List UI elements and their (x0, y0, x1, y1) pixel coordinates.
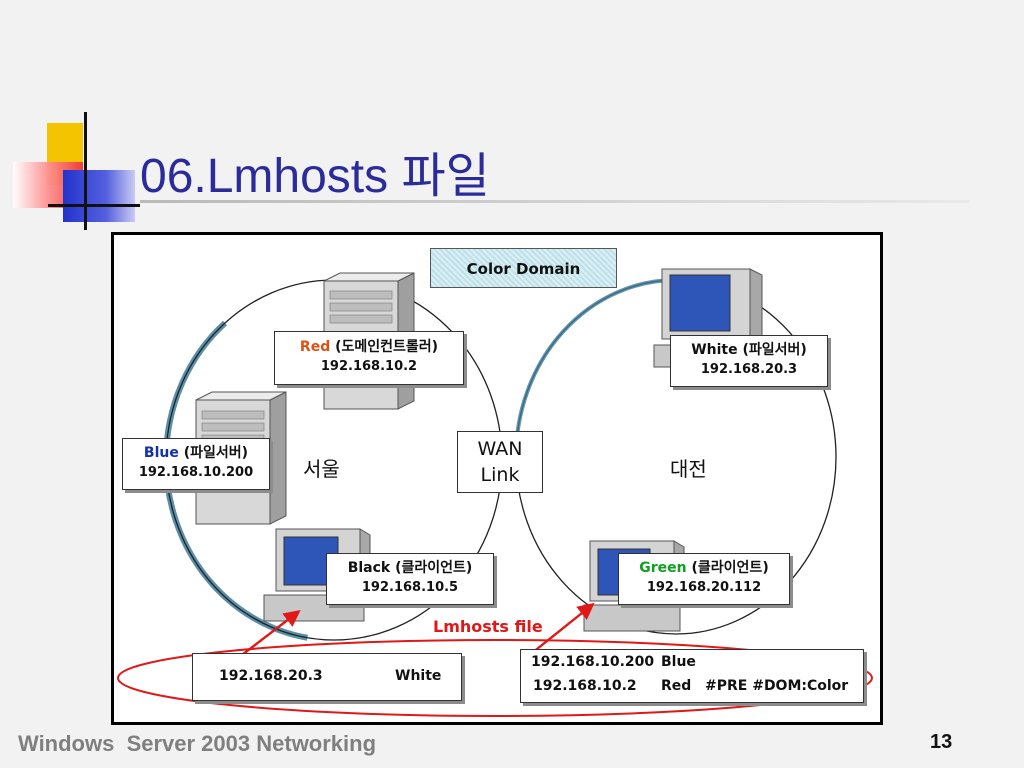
title-underline (140, 200, 970, 203)
wan-link-box: WAN Link (457, 431, 543, 493)
node-name: Black (347, 560, 391, 576)
node-role: (파일서버) (178, 445, 249, 461)
lmhosts-entry-box-right: 192.168.10.200 Blue 192.168.10.2 Red #PR… (520, 649, 864, 703)
arrow-to-black (241, 609, 301, 656)
title-decoration-blue-square (63, 170, 135, 222)
network-diagram: Color Domain WAN Link 서울 대전 Red (도메인컨트롤러… (111, 232, 883, 725)
lmhosts-entry-name: White (395, 668, 442, 684)
site-label-seoul: 서울 (303, 457, 340, 481)
node-label-green: Green (클라이언트) 192.168.20.112 (618, 553, 790, 605)
wan-label-line2: Link (480, 464, 520, 486)
node-ip: 192.168.10.200 (138, 465, 254, 480)
wan-label-line1: WAN (477, 438, 523, 460)
lmhosts-entry-box-left: 192.168.20.3 White (192, 653, 462, 701)
lmhosts-entry-flags: #PRE #DOM:Color (705, 678, 849, 694)
title-decoration-horizontal-line (48, 204, 140, 207)
lmhosts-entry-name: Blue (661, 654, 696, 670)
lmhosts-oval (117, 639, 873, 717)
node-ip: 192.168.10.2 (320, 359, 418, 374)
node-role: (클라이언트) (686, 560, 769, 576)
arrow-to-green (531, 602, 595, 654)
node-name: Green (639, 560, 687, 576)
node-label-red: Red (도메인컨트롤러) 192.168.10.2 (274, 331, 464, 385)
node-ip: 192.168.20.112 (646, 580, 762, 595)
lmhosts-file-title: Lmhosts file (433, 617, 543, 636)
node-ip: 192.168.10.5 (361, 580, 459, 595)
node-name: Red (299, 339, 331, 355)
lmhosts-entry-ip: 192.168.10.2 (533, 678, 637, 694)
node-name: White (691, 342, 738, 358)
page-number: 13 (930, 731, 953, 753)
node-label-white: White (파일서버) 192.168.20.3 (670, 335, 828, 387)
node-ip: 192.168.20.3 (700, 362, 798, 377)
title-decoration-vertical-line (84, 112, 87, 230)
site-label-daejeon: 대전 (670, 457, 707, 481)
footer-text: Windows Server 2003 Networking (18, 731, 377, 756)
lmhosts-entry-name: Red (661, 678, 692, 694)
domain-label-box: Color Domain (430, 248, 617, 288)
lmhosts-entry-ip: 192.168.10.200 (531, 654, 655, 670)
node-role: (클라이언트) (390, 560, 473, 576)
node-role: (파일서버) (737, 342, 807, 358)
node-label-blue: Blue (파일서버) 192.168.10.200 (122, 438, 270, 490)
node-label-black: Black (클라이언트) 192.168.10.5 (326, 553, 494, 605)
lmhosts-entry-ip: 192.168.20.3 (219, 668, 323, 684)
node-name: Blue (143, 445, 179, 461)
slide-title: 06.Lmhosts 파일 (140, 150, 490, 203)
node-role: (도메인컨트롤러) (330, 339, 439, 355)
